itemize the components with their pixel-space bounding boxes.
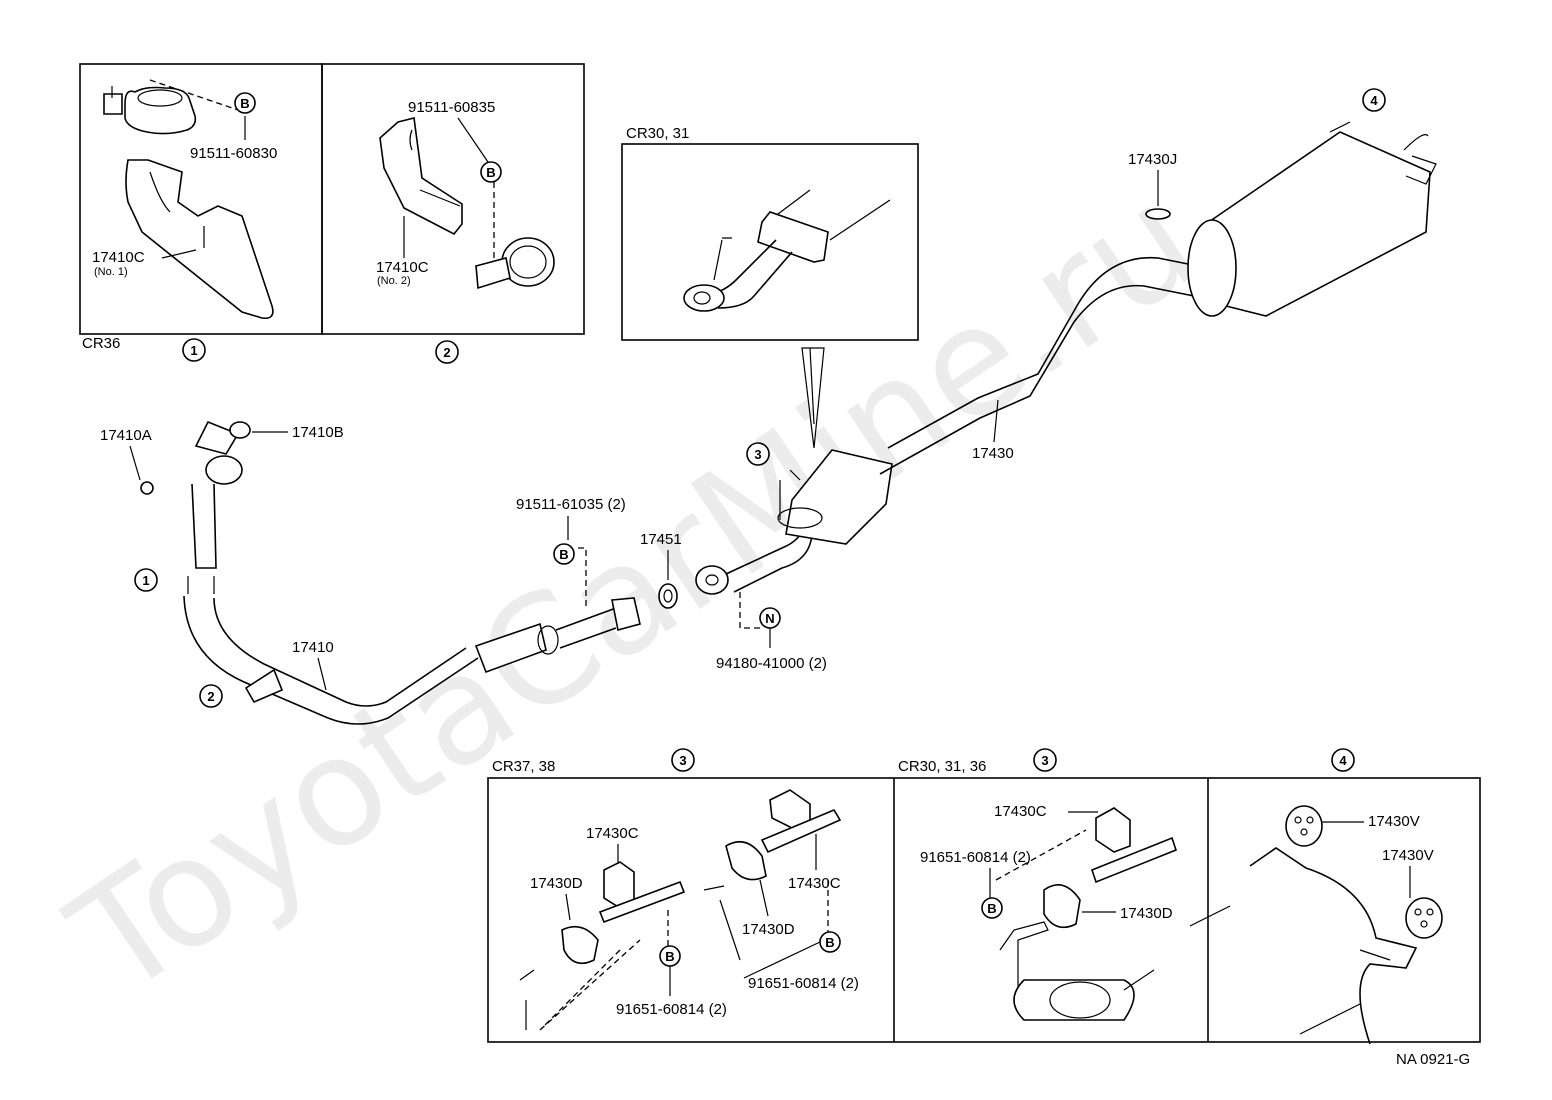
detail-panel-1	[79, 63, 323, 335]
panel-label-cr37-38: CR37, 38	[492, 758, 555, 775]
main-exhaust-assembly	[183, 121, 1437, 725]
callout-3-cr37-38: 3	[679, 753, 686, 768]
part-94180-41000: 94180-41000 (2)	[716, 655, 827, 672]
part-17410b: 17410B	[292, 424, 344, 441]
part-17430: 17430	[972, 445, 1014, 462]
part-91511-61035: 91511-61035 (2)	[516, 496, 626, 513]
part-17430c-a: 17430C	[586, 825, 639, 842]
callout-2-main: 2	[207, 689, 214, 704]
hanger-drawing-cr30-31-36	[995, 807, 1177, 1021]
part-17410c-no2-note: (No. 2)	[377, 275, 411, 287]
callout-1-detail: 1	[190, 343, 197, 358]
part-17410: 17410	[292, 639, 334, 656]
part-17451: 17451	[640, 531, 682, 548]
part-17410c-no1-note: (No. 1)	[94, 266, 128, 278]
fastener-b-letter: B	[559, 547, 568, 562]
callout-3-main: 3	[754, 447, 761, 462]
fastener-b-letter: B	[825, 935, 834, 950]
detail-panel-cr30-31	[621, 143, 919, 449]
gasket-17410b	[229, 421, 251, 439]
callout-2-detail: 2	[443, 345, 450, 360]
part-17430j: 17430J	[1128, 151, 1177, 168]
part-91651-60814-b: 91651-60814 (2)	[748, 975, 859, 992]
part-17430d-a: 17430D	[530, 875, 583, 892]
fastener-b-letter: B	[665, 949, 674, 964]
fastener-b-marker	[234, 92, 256, 114]
part-17430c-b: 17430C	[788, 875, 841, 892]
fastener-n-letter: N	[765, 611, 774, 626]
hanger-drawing-cr37-38	[519, 789, 842, 1031]
fastener-b-letter: B	[240, 96, 249, 111]
part-91651-60814-a: 91651-60814 (2)	[616, 1001, 727, 1018]
fastener-b-letter: B	[987, 901, 996, 916]
part-91511-60835: 91511-60835	[408, 99, 495, 116]
fastener-b-letter: B	[486, 165, 495, 180]
callout-4-main: 4	[1370, 93, 1378, 108]
hanger-drawing-4	[1189, 805, 1443, 1045]
part-17430c-c: 17430C	[994, 803, 1047, 820]
part-17410c-no1: 17410C	[92, 249, 145, 266]
diagram-code: NA 0921-G	[1396, 1051, 1470, 1068]
panel-label-cr30-31-36: CR30, 31, 36	[898, 758, 986, 775]
hanger-detail-frame	[487, 777, 1481, 1043]
part-17430v-b: 17430V	[1382, 847, 1434, 864]
panel-label-cr36: CR36	[82, 335, 120, 352]
detail-panel-2	[321, 63, 585, 335]
callout-4-bottom: 4	[1339, 753, 1347, 768]
panel-label-cr30-31: CR30, 31	[626, 125, 689, 142]
part-17410a: 17410A	[100, 427, 152, 444]
part-17430d-b: 17430D	[742, 921, 795, 938]
part-91651-60814-c: 91651-60814 (2)	[920, 849, 1031, 866]
part-17410c-no2: 17410C	[376, 259, 429, 276]
part-17430d-c: 17430D	[1120, 905, 1173, 922]
callout-1-main: 1	[142, 573, 149, 588]
callout-3-cr30-31-36: 3	[1041, 753, 1048, 768]
part-91511-60830: 91511-60830	[190, 145, 277, 162]
part-17430v-a: 17430V	[1368, 813, 1420, 830]
